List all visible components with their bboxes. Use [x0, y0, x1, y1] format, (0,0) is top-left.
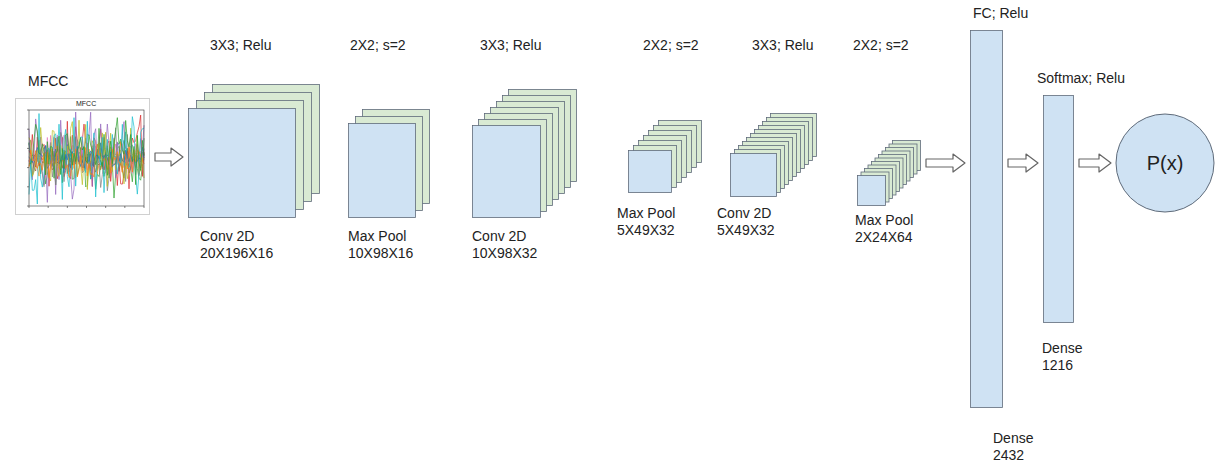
- input-label: MFCC: [28, 73, 68, 90]
- flow-arrow: [926, 154, 965, 172]
- size-label: Conv 2D 20X196X16: [200, 228, 300, 262]
- flow-arrow: [155, 148, 183, 166]
- operation-label: 2X2; s=2: [350, 37, 406, 54]
- axis-tick: [29, 206, 30, 208]
- axis-tick: [48, 206, 49, 208]
- dense-rect: [1044, 96, 1074, 323]
- axis-tick: [27, 186, 29, 187]
- operation-label: 3X3; Relu: [210, 37, 271, 54]
- plot-title: MFCC: [76, 100, 96, 107]
- layer-node: 2X2; s=2Max Pool 2X24X64: [857, 37, 957, 246]
- feature-map-face: [189, 109, 296, 218]
- operation-label: 3X3; Relu: [752, 37, 813, 54]
- feature-map-stack: [472, 89, 577, 218]
- axis-tick: [27, 206, 29, 207]
- output-node: P(x): [1115, 113, 1215, 213]
- flow-arrow: [1008, 154, 1038, 172]
- size-label: Max Pool 10X98X16: [348, 228, 448, 262]
- size-label: Conv 2D 5X49X32: [717, 205, 817, 239]
- axis-tick: [27, 129, 29, 130]
- output-label: P(x): [1147, 151, 1184, 175]
- feature-map-stack: [628, 120, 702, 193]
- axis-tick: [144, 206, 145, 208]
- size-label: Max Pool 2X24X64: [855, 212, 955, 246]
- operation-label: Softmax; Relu: [1037, 70, 1125, 87]
- feature-map-stack: [730, 113, 817, 197]
- layer-node: 2X2; s=2Max Pool 10X98X16: [348, 37, 448, 262]
- plot-axes: [29, 110, 144, 206]
- plot-frame: [16, 99, 150, 215]
- feature-map-stack: [857, 140, 921, 206]
- dense-node: Softmax; ReluDense 1216: [1043, 70, 1131, 374]
- flow-arrow: [1079, 154, 1111, 172]
- dense-rect: [971, 31, 1003, 408]
- size-label: Dense 1216: [1042, 340, 1097, 374]
- operation-label: 3X3; Relu: [480, 37, 541, 54]
- axis-tick: [67, 206, 68, 208]
- feature-map-face: [731, 154, 777, 197]
- axis-tick: [27, 110, 29, 111]
- axis-tick: [105, 206, 106, 208]
- size-label: Max Pool 5X49X32: [617, 205, 717, 239]
- input-node: MFCC: [15, 73, 150, 215]
- axis-tick: [27, 148, 29, 149]
- feature-map-face: [349, 124, 416, 218]
- mfcc-trace: [29, 118, 144, 185]
- layer-node: 3X3; ReluConv 2D 20X196X16: [188, 37, 320, 262]
- operation-label: FC; Relu: [973, 5, 1028, 22]
- layer-node: 2X2; s=2Max Pool 5X49X32: [628, 37, 728, 239]
- feature-map-face: [629, 151, 672, 193]
- dense-bar: [970, 30, 1003, 408]
- feature-map-stack: [348, 109, 430, 218]
- operation-label: 2X2; s=2: [853, 37, 909, 54]
- circle-outline: [1116, 114, 1214, 212]
- layer-node: 3X3; ReluConv 2D 5X49X32: [730, 37, 830, 239]
- feature-map-face: [473, 126, 541, 218]
- size-label: Dense 2432: [993, 430, 1048, 464]
- dense-bar: [1043, 95, 1074, 323]
- dense-node: FC; ReluDense 2432: [970, 5, 1025, 464]
- mfcc-plot: [15, 98, 150, 215]
- axis-tick: [27, 167, 29, 168]
- operation-label: 2X2; s=2: [643, 37, 699, 54]
- axis-tick: [124, 206, 125, 208]
- axis-tick: [86, 206, 87, 208]
- feature-map-face: [858, 176, 886, 206]
- mfcc-trace: [29, 114, 144, 204]
- size-label: Conv 2D 10X98X32: [472, 228, 572, 262]
- layer-node: 3X3; ReluConv 2D 10X98X32: [472, 37, 577, 262]
- feature-map-stack: [188, 84, 320, 218]
